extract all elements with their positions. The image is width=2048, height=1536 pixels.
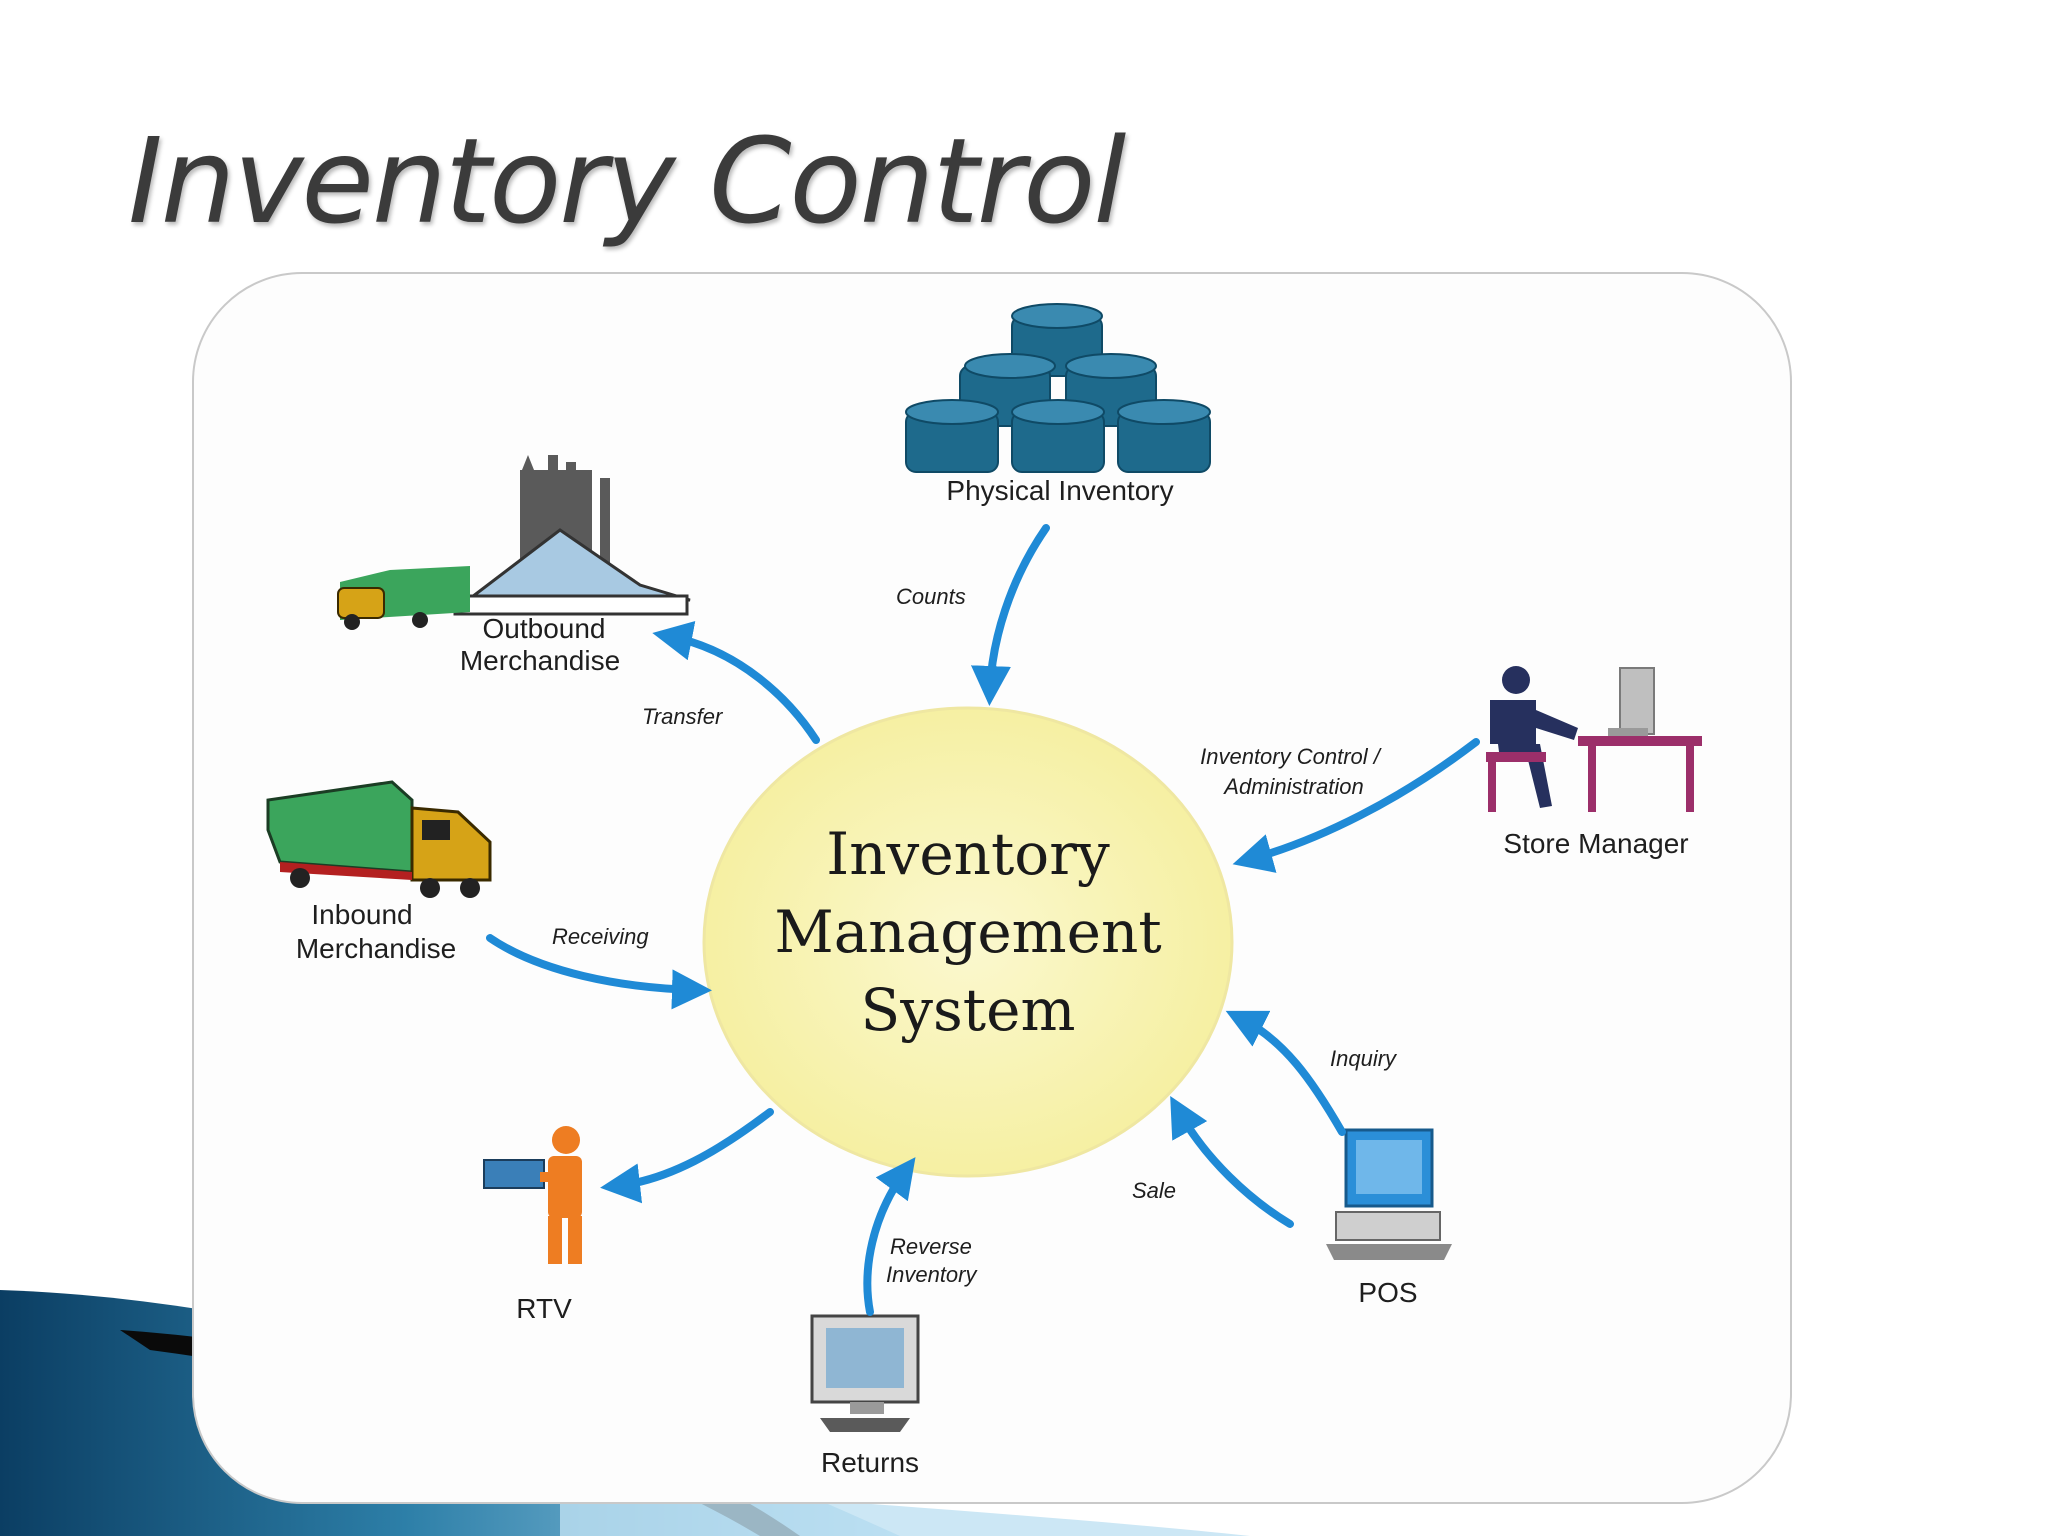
edge-label-receiving: Receiving bbox=[552, 924, 649, 949]
edge-label-admin-line-2: Administration bbox=[1222, 774, 1363, 799]
arrow-reverse bbox=[863, 1157, 916, 1316]
returns-node: Returns bbox=[810, 1314, 920, 1478]
pos-computer-icon bbox=[1326, 1128, 1452, 1260]
arrow-sale bbox=[1170, 1096, 1294, 1228]
outbound-node: Outbound Merchandise bbox=[337, 455, 691, 676]
rtv-label: RTV bbox=[516, 1293, 572, 1324]
arrow-transfer bbox=[652, 620, 820, 744]
inbound-label-line-1: Inbound bbox=[311, 899, 412, 930]
edge-label-counts: Counts bbox=[896, 584, 966, 609]
center-ellipse bbox=[702, 706, 1234, 1178]
arrow-rtv bbox=[600, 1108, 774, 1204]
arrow-inquiry bbox=[1225, 1010, 1346, 1136]
slide-title: Inventory Control bbox=[128, 112, 1126, 250]
store-manager-node: Store Manager bbox=[1486, 666, 1702, 859]
factory-icon bbox=[453, 455, 691, 616]
inbound-label-line-2: Merchandise bbox=[296, 933, 456, 964]
arrow-receiving bbox=[486, 934, 712, 1010]
returns-label: Returns bbox=[821, 1447, 919, 1478]
rtv-node: RTV bbox=[483, 1126, 582, 1324]
arrow-admin bbox=[1232, 738, 1480, 873]
returns-monitor-icon bbox=[810, 1314, 920, 1432]
outbound-truck-icon bbox=[337, 566, 470, 630]
edge-label-admin-line-1: Inventory Control / bbox=[1200, 744, 1382, 769]
physical-inventory-node: Physical Inventory bbox=[905, 303, 1211, 506]
outbound-label-line-2: Merchandise bbox=[460, 645, 620, 676]
inbound-truck-icon bbox=[266, 780, 492, 898]
edge-label-inquiry: Inquiry bbox=[1330, 1046, 1398, 1071]
edge-label-sale: Sale bbox=[1132, 1178, 1176, 1203]
store-manager-label: Store Manager bbox=[1503, 828, 1688, 859]
database-icon bbox=[905, 303, 1211, 473]
physical-inventory-label: Physical Inventory bbox=[946, 475, 1173, 506]
edge-label-reverse-line-1: Reverse bbox=[890, 1234, 972, 1259]
outbound-label-line-1: Outbound bbox=[483, 613, 606, 644]
desk-person-icon bbox=[1486, 666, 1702, 812]
pos-label: POS bbox=[1358, 1277, 1417, 1308]
pos-node: POS bbox=[1326, 1128, 1452, 1308]
center-node: Inventory Management System bbox=[702, 706, 1234, 1178]
edge-label-reverse-line-2: Inventory bbox=[886, 1262, 978, 1287]
arrow-counts bbox=[970, 524, 1050, 706]
center-label-line-3: System bbox=[861, 976, 1076, 1044]
center-label-line-1: Inventory bbox=[826, 820, 1110, 888]
edge-label-transfer: Transfer bbox=[642, 704, 724, 729]
center-label-line-2: Management bbox=[774, 898, 1161, 966]
inbound-node: Inbound Merchandise bbox=[266, 780, 492, 964]
rtv-person-icon bbox=[483, 1126, 582, 1264]
